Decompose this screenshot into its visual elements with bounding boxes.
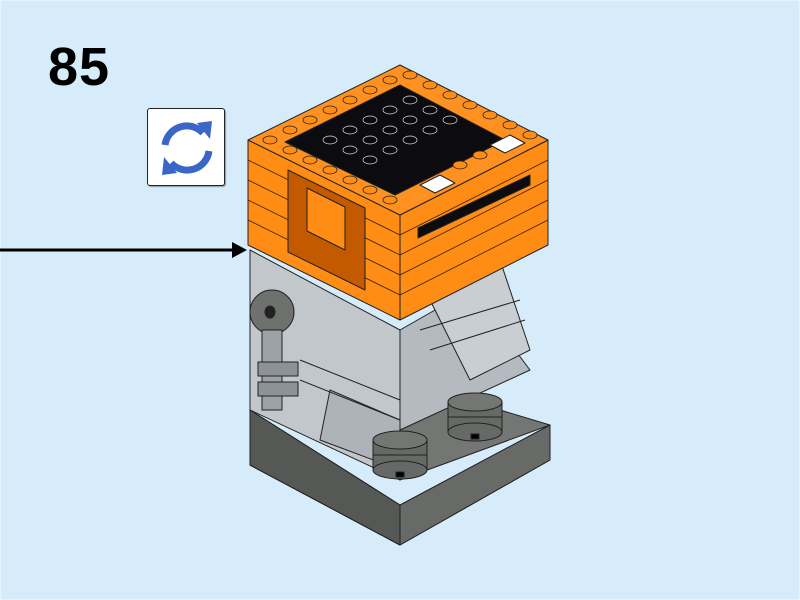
rotate-model-callout xyxy=(147,108,225,186)
round-brick-right xyxy=(447,392,503,442)
step-number: 85 xyxy=(48,37,111,97)
round-brick-left xyxy=(372,430,428,480)
arrow-right-icon xyxy=(0,242,247,258)
rotate-model-icon xyxy=(161,121,213,175)
